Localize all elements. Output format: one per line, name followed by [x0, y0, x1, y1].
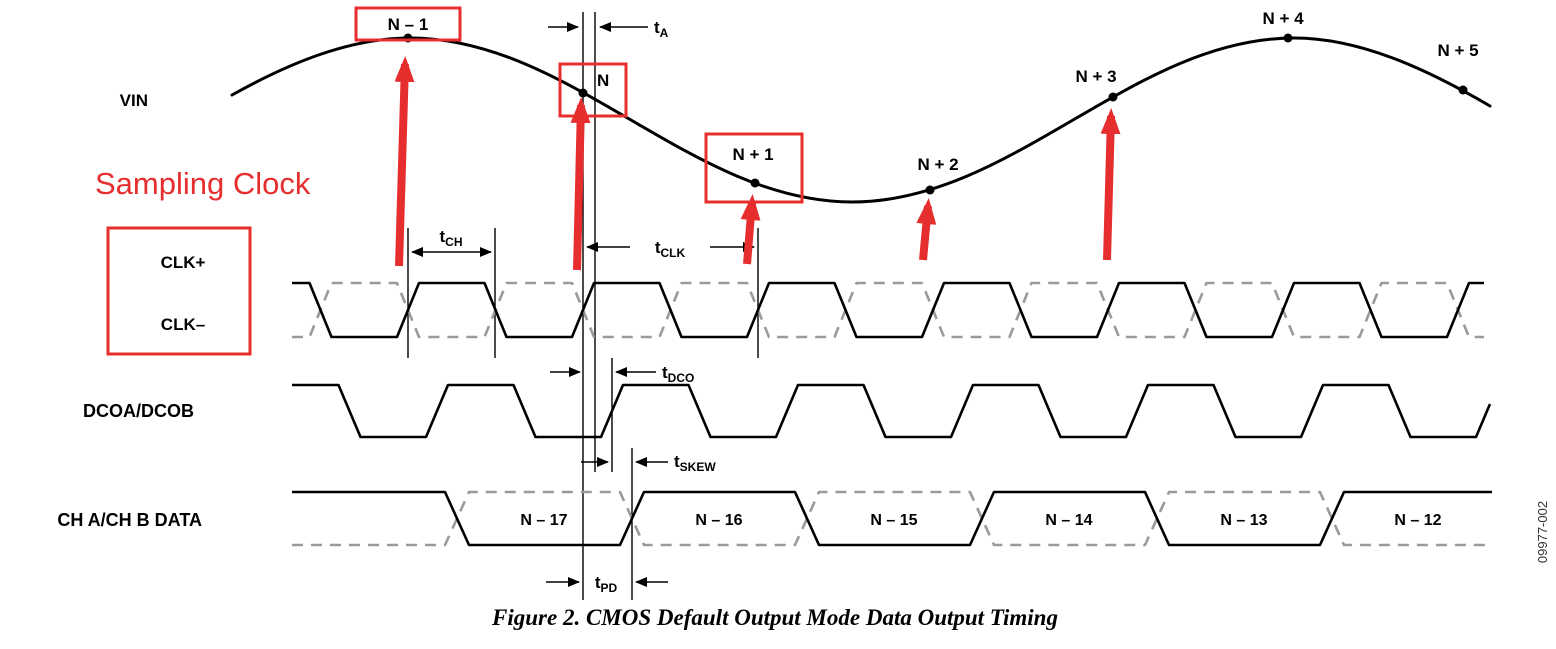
vin-label: VIN	[120, 91, 148, 110]
red-arrow-n3	[1100, 108, 1121, 261]
sample-dot-n2	[925, 185, 935, 195]
sample-label-n2: N + 2	[917, 155, 958, 174]
timing-label-tpd: tPD	[595, 573, 618, 595]
data-cell-label-n-14: N – 14	[1045, 512, 1092, 529]
sample-dot-n4	[1283, 33, 1293, 43]
clk-minus-waveform	[292, 281, 1484, 339]
data-cell-label-n-15: N – 15	[870, 512, 917, 529]
doc-code: 09977-002	[1535, 501, 1550, 563]
red-box-n1	[704, 132, 804, 204]
sample-label-n1: N + 1	[732, 145, 773, 164]
data-waveform-b	[292, 490, 1492, 547]
vin-waveform	[230, 36, 1492, 204]
timing-label-ta: tA	[654, 18, 669, 40]
red-arrow-n-1	[394, 56, 415, 267]
data-cell-label-n-16: N – 16	[695, 512, 742, 529]
timing-label-tclk: tCLK	[655, 238, 686, 260]
sample-dot-n	[578, 88, 588, 98]
sample-label-n5: N + 5	[1437, 41, 1478, 60]
sample-label-n: N	[597, 71, 609, 90]
sample-dots	[403, 33, 1468, 195]
red-box-n	[558, 62, 628, 118]
dco-label: DCOA/DCOB	[83, 401, 194, 421]
data-cell-label-n-13: N – 13	[1220, 512, 1267, 529]
sample-label-n3: N + 3	[1075, 67, 1116, 86]
red-highlight-boxes	[106, 6, 804, 356]
red-box-n-1	[354, 6, 462, 42]
red-arrow-n2	[916, 198, 937, 261]
timing-label-tch: tCH	[439, 227, 462, 249]
sample-dot-n1	[750, 178, 760, 188]
figure-caption: Figure 2. CMOS Default Output Mode Data …	[491, 605, 1058, 630]
timing-label-tskew: tSKEW	[674, 452, 716, 474]
data-label: CH A/CH B DATA	[57, 510, 202, 530]
sample-dot-n3	[1108, 92, 1118, 102]
clk-plus-label: CLK+	[161, 253, 206, 272]
data-waveform-a	[292, 490, 1492, 547]
red-arrow-n1	[740, 194, 761, 265]
timing-label-tdco: tDCO	[662, 363, 694, 385]
clk-minus-label: CLK–	[161, 315, 205, 334]
dco-waveform	[292, 383, 1492, 439]
red-annotation-arrows	[394, 56, 1121, 271]
red-box-clk	[106, 226, 252, 356]
data-cell-label-n-12: N – 12	[1394, 512, 1441, 529]
sampling-clock-annotation: Sampling Clock	[95, 166, 311, 201]
sample-label-n4: N + 4	[1262, 9, 1304, 28]
sample-label-n-1: N – 1	[388, 15, 429, 34]
clk-plus-waveform	[292, 281, 1484, 339]
sample-dot-n5	[1458, 85, 1468, 95]
data-cell-label-n-17: N – 17	[520, 512, 567, 529]
red-arrow-n	[570, 97, 591, 271]
